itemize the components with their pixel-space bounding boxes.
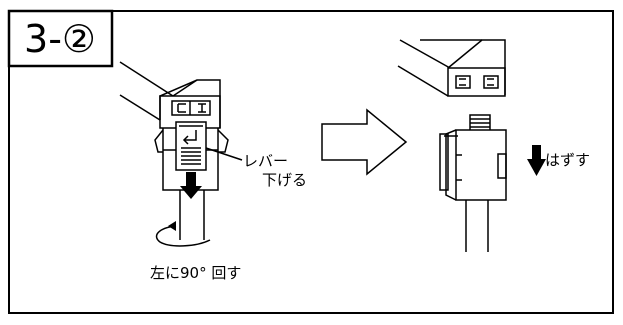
step-label-box: 3-② bbox=[7, 9, 114, 68]
socket-body bbox=[159, 79, 221, 129]
left-connector-assembly bbox=[119, 61, 243, 240]
lever-down-arrow bbox=[180, 172, 202, 199]
lever-label-line2: 下げる bbox=[262, 171, 307, 189]
lever bbox=[175, 121, 207, 171]
rotate-arrow bbox=[155, 221, 211, 247]
lever-leader-line bbox=[205, 147, 243, 161]
remove-label: はずす bbox=[545, 151, 590, 169]
step-label: 3-② bbox=[24, 17, 96, 61]
rotate-label: 左に90° 回す bbox=[150, 264, 241, 282]
lever-label-line1: レバー bbox=[243, 152, 288, 170]
transition-arrow bbox=[321, 108, 408, 176]
detached-plug bbox=[439, 129, 507, 201]
cable-line-lower bbox=[119, 94, 161, 121]
remove-down-arrow bbox=[527, 145, 546, 176]
step-label-frame bbox=[7, 9, 114, 68]
outer-frame bbox=[8, 10, 614, 314]
cable-line-upper bbox=[119, 61, 174, 97]
right-connector-assembly bbox=[397, 39, 507, 252]
detached-socket bbox=[397, 39, 506, 97]
transition-arrow-shape bbox=[321, 108, 408, 176]
